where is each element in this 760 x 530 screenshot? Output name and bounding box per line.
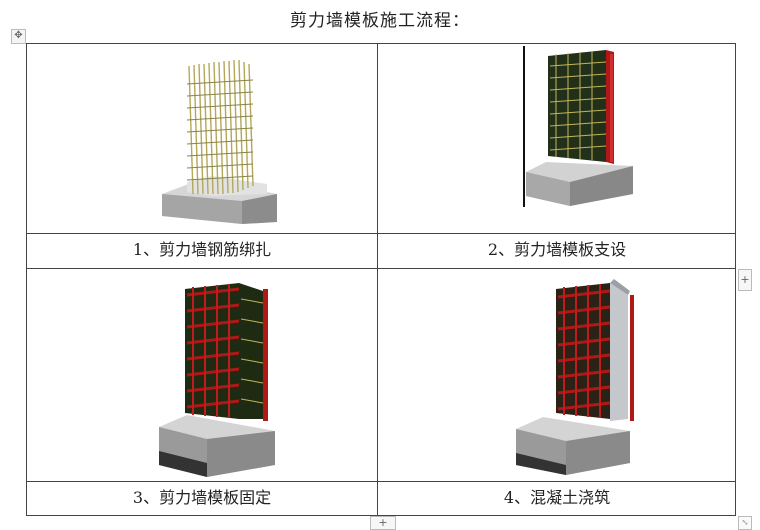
- step-2-caption: 2、剪力墙模板支设: [487, 240, 627, 259]
- step-4-caption: 4、混凝土浇筑: [503, 488, 611, 507]
- process-table: 1、剪力墙钢筋绑扎 2、剪力墙模板支设: [26, 43, 736, 516]
- add-row-button[interactable]: +: [370, 516, 396, 530]
- row-divider-1: [27, 233, 735, 234]
- rebar-cage-illustration: [162, 59, 277, 224]
- row-divider-3: [27, 481, 735, 482]
- table-move-handle[interactable]: ✥: [11, 29, 26, 44]
- row-divider-2: [27, 268, 735, 269]
- step-1-caption: 1、剪力墙钢筋绑扎: [132, 240, 272, 259]
- step-3-caption: 3、剪力墙模板固定: [132, 488, 272, 507]
- column-divider: [377, 44, 378, 515]
- concrete-pour-illustration: [516, 279, 634, 475]
- formwork-fixed-illustration: [159, 283, 275, 477]
- document-title: 剪力墙模板施工流程：: [290, 11, 470, 31]
- add-column-button[interactable]: +: [738, 269, 752, 291]
- formwork-setup-illustration: [523, 46, 633, 207]
- table-resize-handle[interactable]: ⤡: [738, 516, 752, 530]
